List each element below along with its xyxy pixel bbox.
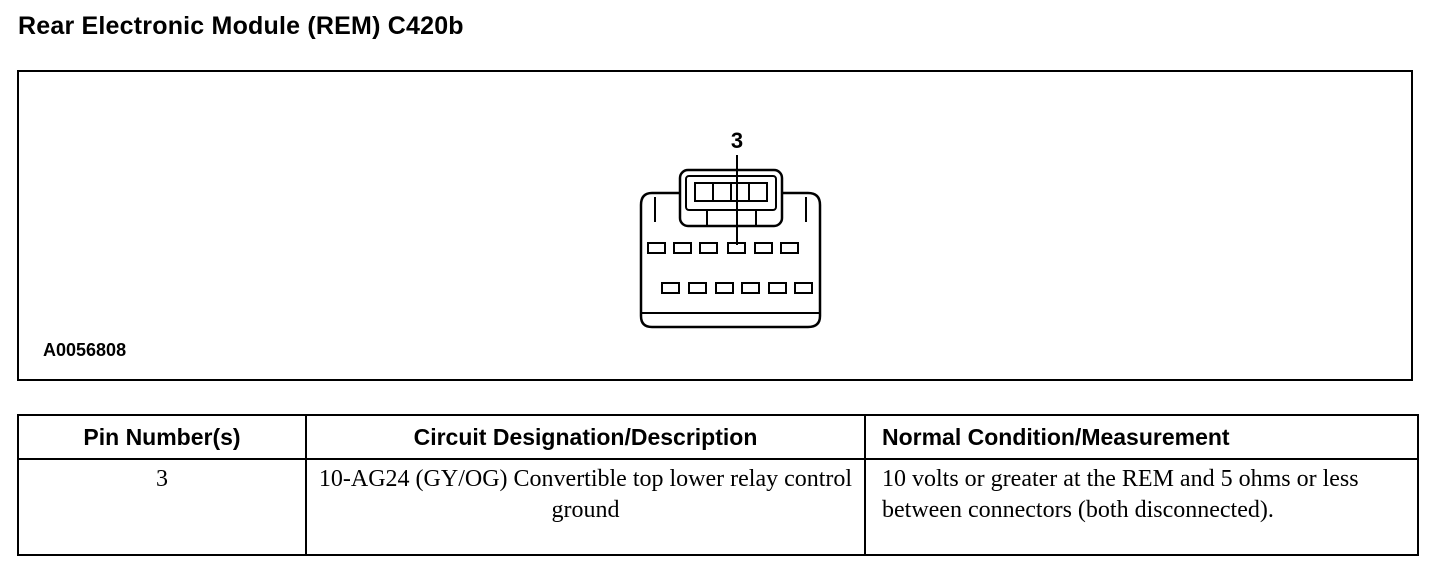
table-row: 3 10-AG24 (GY/OG) Convertible top lower …: [17, 458, 1419, 556]
connector-diagram: 3: [639, 128, 822, 329]
connector-body: [639, 191, 822, 329]
pin-6: [780, 242, 799, 254]
pin-1: [647, 242, 666, 254]
header-normal-condition: Normal Condition/Measurement: [864, 414, 1419, 460]
pin-11: [768, 282, 787, 294]
pin-8: [688, 282, 707, 294]
header-circuit-designation: Circuit Designation/Description: [305, 414, 866, 460]
pin-2: [673, 242, 692, 254]
lower-pin-row: [661, 282, 813, 294]
figure-id: A0056808: [43, 340, 127, 360]
cell-pin-number: 3: [17, 458, 307, 556]
pin-5: [754, 242, 773, 254]
pin-9: [715, 282, 734, 294]
connector-latch: [678, 168, 784, 228]
pin-12: [794, 282, 813, 294]
pin-3: [699, 242, 718, 254]
upper-pin-row: [647, 242, 799, 254]
pin-table: Pin Number(s) Circuit Designation/Descri…: [17, 414, 1419, 556]
cell-circuit-description: 10-AG24 (GY/OG) Convertible top lower re…: [305, 458, 866, 556]
connector-figure: [17, 70, 1413, 381]
pin-callout-label: 3: [731, 128, 743, 153]
cell-normal-condition: 10 volts or greater at the REM and 5 ohm…: [864, 458, 1419, 556]
table-header-row: Pin Number(s) Circuit Designation/Descri…: [17, 414, 1419, 460]
header-pin-numbers: Pin Number(s): [17, 414, 307, 460]
page-title: Rear Electronic Module (REM) C420b: [18, 12, 464, 40]
pin-7: [661, 282, 680, 294]
pin-10: [741, 282, 760, 294]
